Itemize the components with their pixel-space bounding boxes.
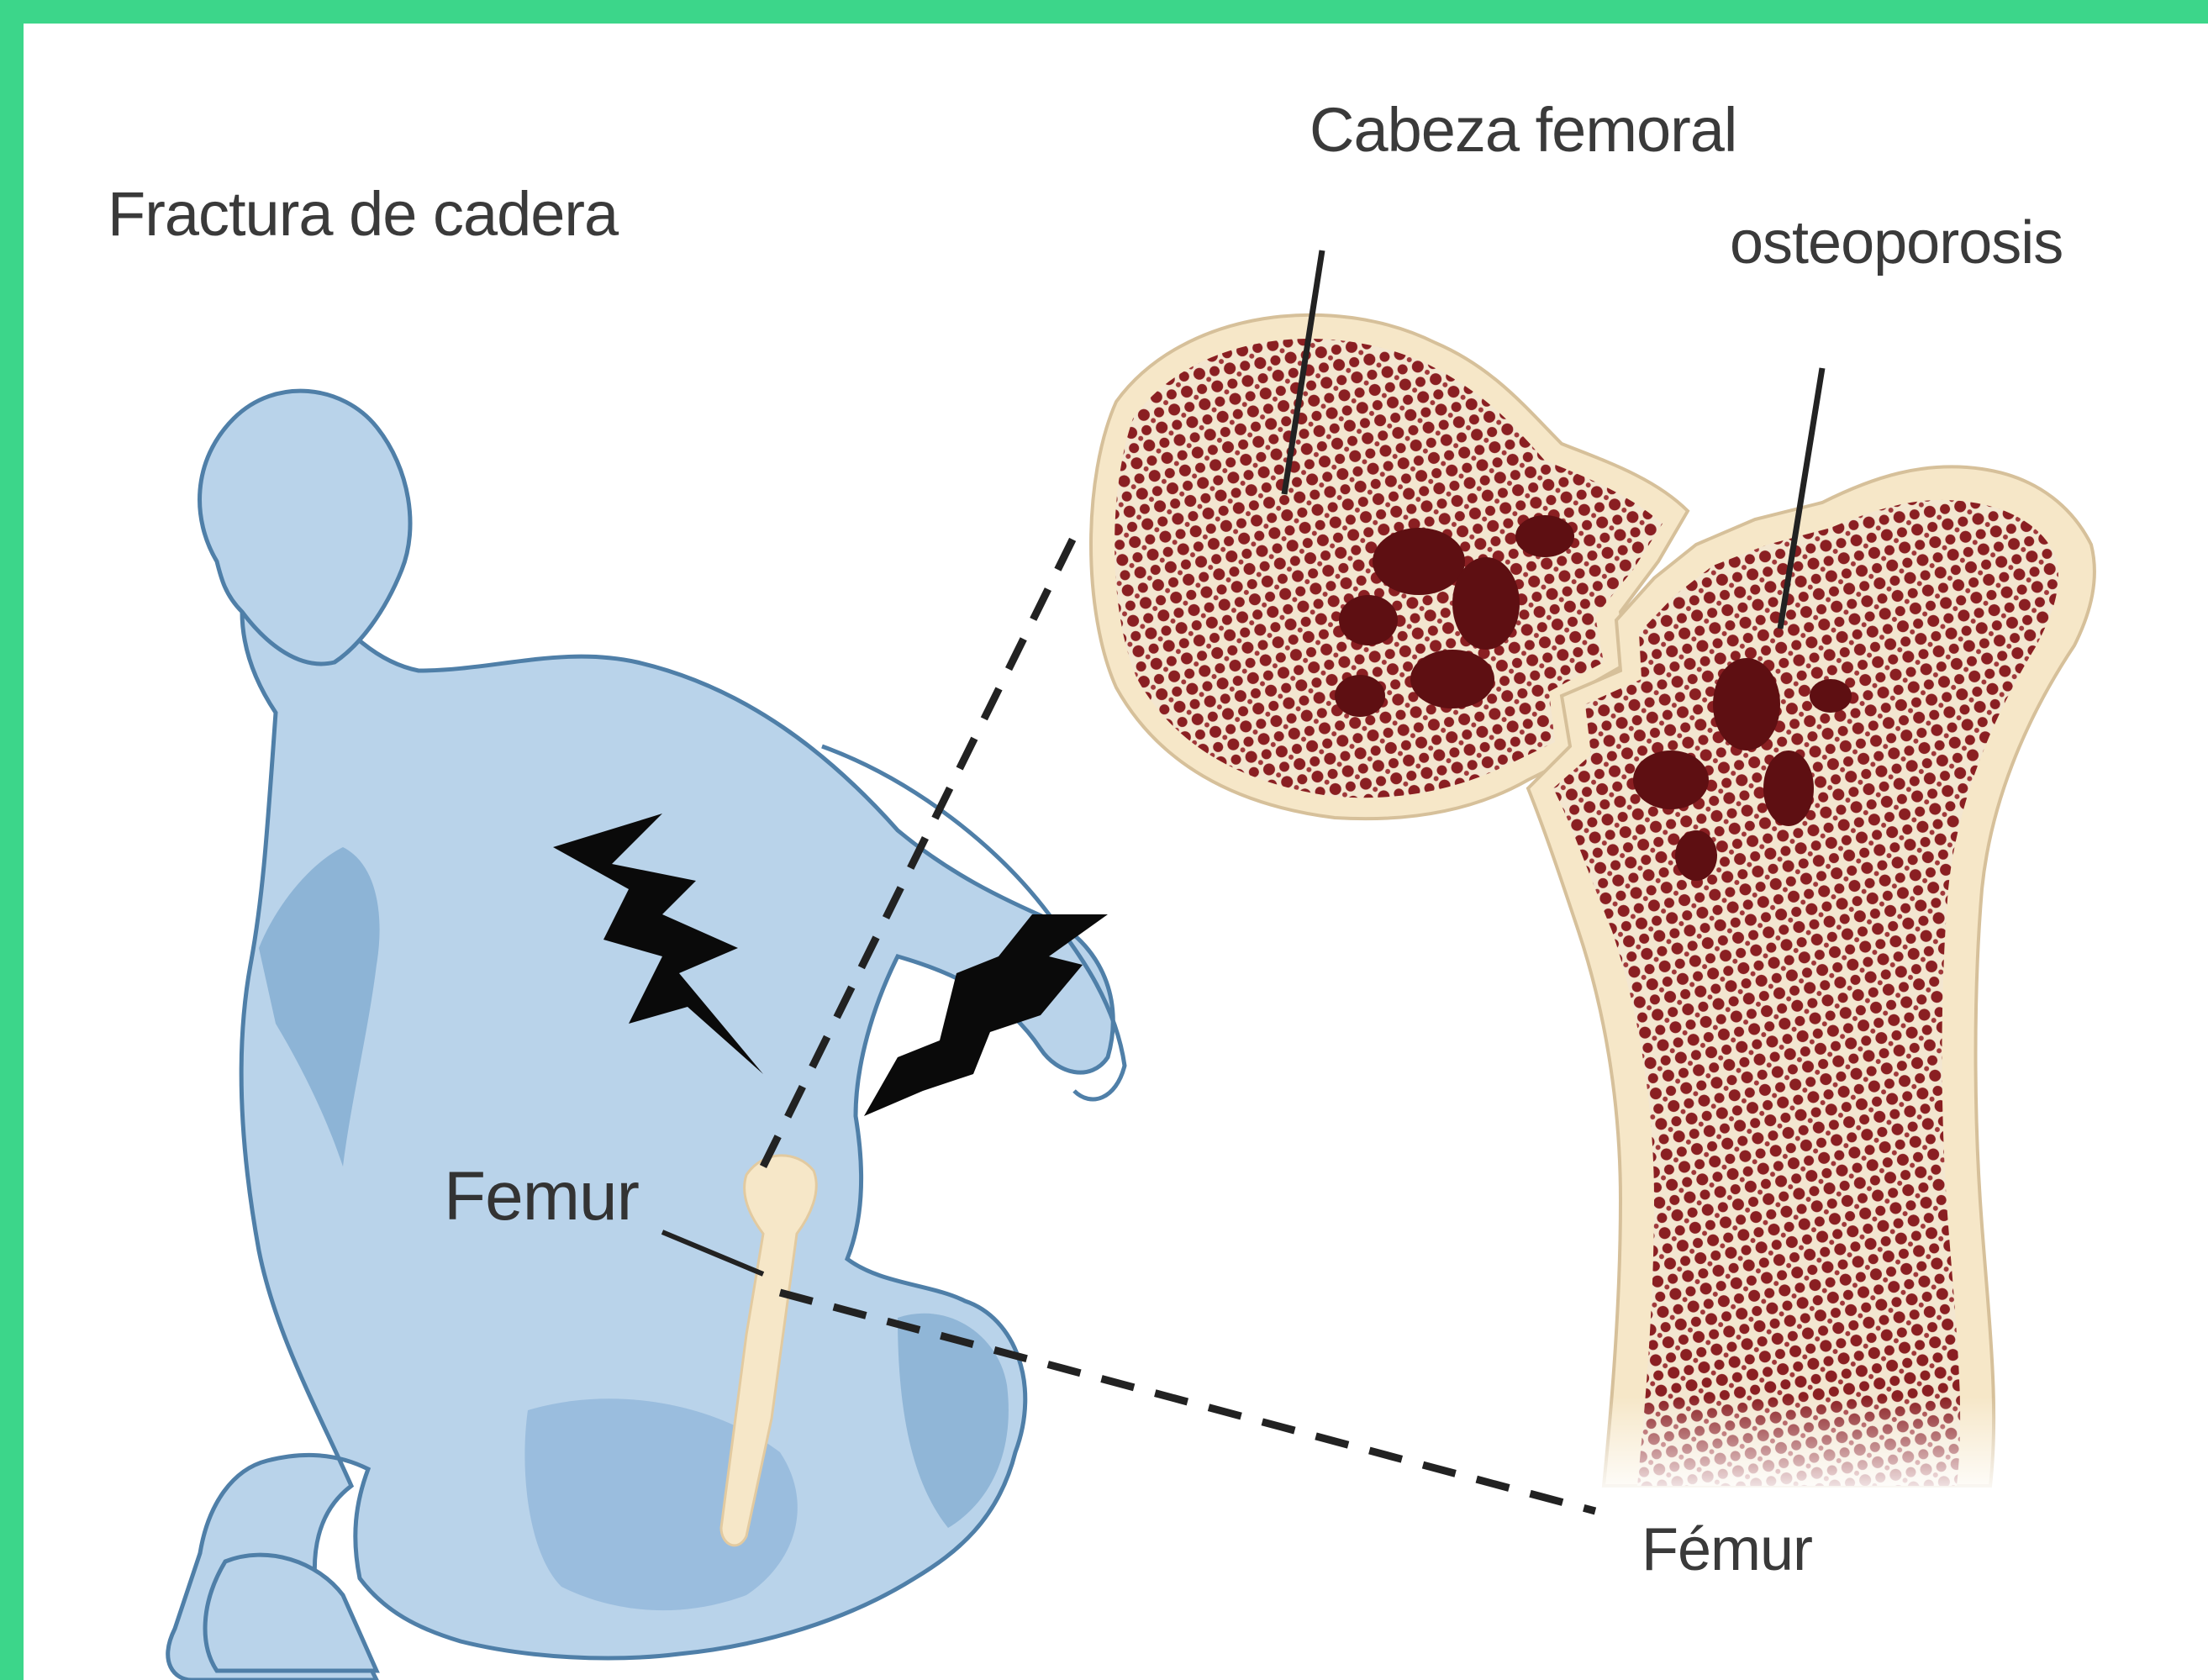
femur-detail-label: Fémur — [1642, 1519, 1812, 1580]
femur-body-label: Femur — [444, 1162, 639, 1231]
osteoporosis-label: osteoporosis — [1730, 213, 2063, 273]
figure-head — [200, 391, 410, 664]
shaft-fade — [1578, 1116, 2016, 1490]
diagram-title: Fractura de cadera — [108, 183, 618, 245]
femur-detail — [1091, 250, 2095, 1490]
illustration-panel: Fractura de cadera Cabeza femoral osteop… — [24, 24, 2208, 1680]
femoral-head-label: Cabeza femoral — [1310, 99, 1736, 161]
figure-hand — [205, 1555, 377, 1671]
